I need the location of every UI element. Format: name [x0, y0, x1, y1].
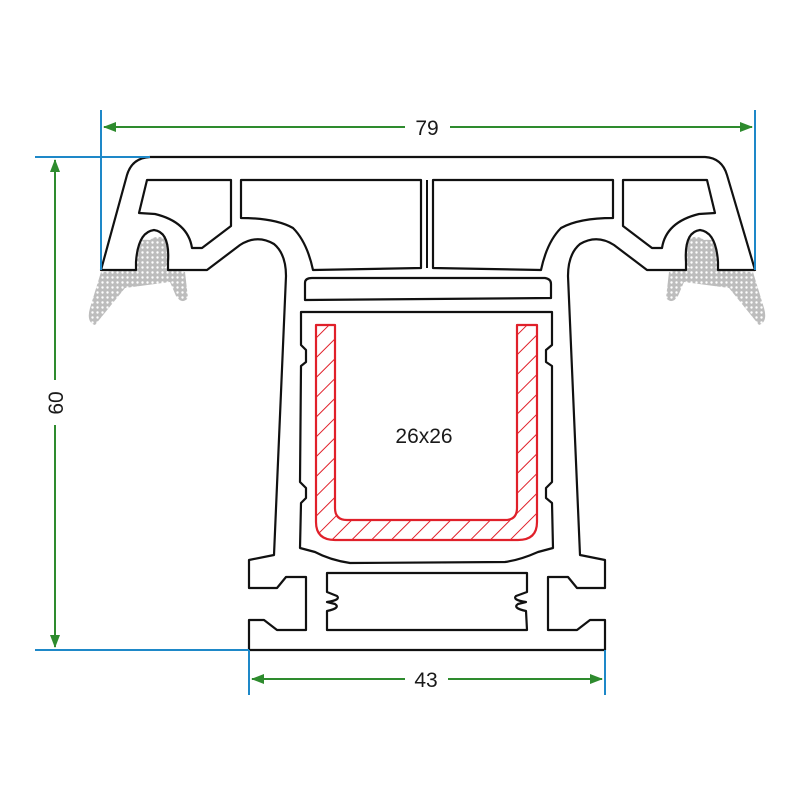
reinforcement-size-label: 26x26	[395, 425, 452, 448]
dimension-79-label: 79	[415, 117, 438, 140]
gasket-left	[88, 236, 188, 325]
dimension-height: 60	[45, 159, 68, 648]
extension-lines	[35, 110, 756, 695]
chamber-strip	[303, 276, 553, 302]
dimension-width-bottom: 43	[251, 669, 603, 692]
chamber-top-right-outer	[621, 178, 717, 250]
chamber-top-right	[431, 178, 615, 272]
dimension-60-label: 60	[45, 391, 68, 414]
chamber-top-left	[239, 178, 423, 272]
chamber-main	[298, 310, 555, 565]
chamber-bottom	[325, 571, 529, 632]
dimension-43-label: 43	[414, 669, 437, 692]
chamber-top-left-outer	[137, 178, 233, 250]
gasket-right	[666, 236, 766, 325]
steel-reinforcement-u-channel	[314, 323, 539, 542]
dimension-width-top: 79	[103, 117, 753, 140]
